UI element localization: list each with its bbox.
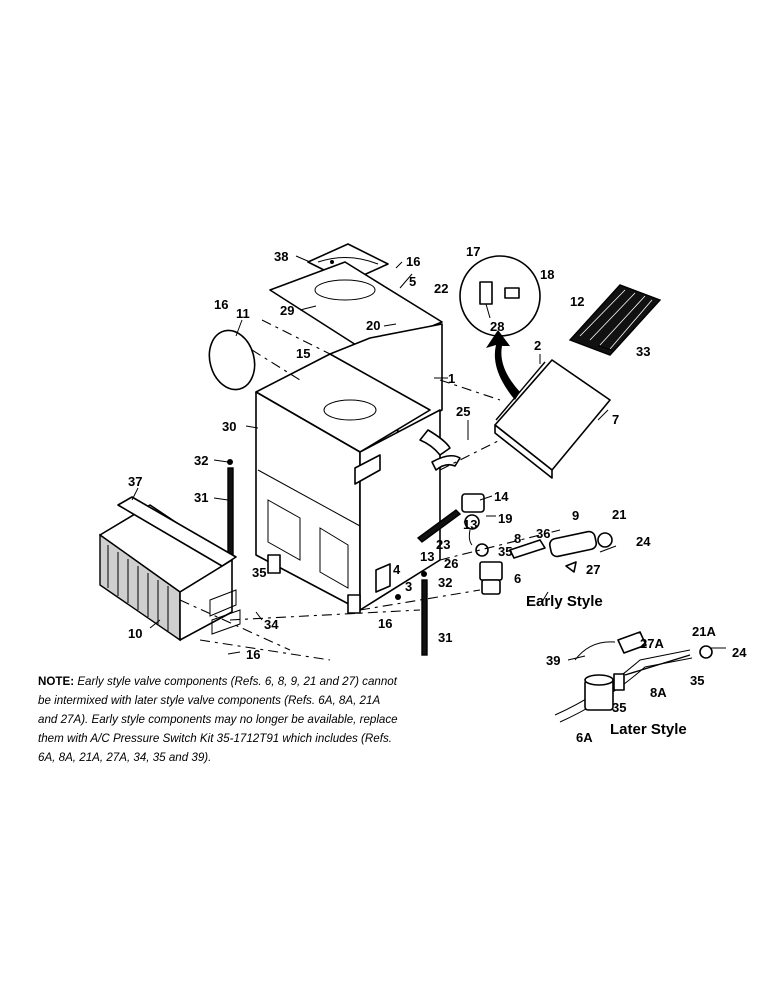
callout-16: 16	[378, 616, 392, 631]
callout-6A: 6A	[576, 730, 593, 745]
callout-24: 24	[732, 645, 747, 660]
callout-35: 35	[612, 700, 626, 715]
callout-30: 30	[222, 419, 236, 434]
callout-27: 27	[586, 562, 600, 577]
evaporator-core-10	[99, 504, 241, 642]
callout-9: 9	[572, 508, 579, 523]
hose-25	[419, 429, 461, 471]
note-label: NOTE:	[38, 675, 75, 688]
callout-16: 16	[406, 254, 420, 269]
callout-24: 24	[636, 534, 651, 549]
callout-4: 4	[393, 562, 401, 577]
bracket-4	[375, 563, 401, 600]
callout-2: 2	[534, 338, 541, 353]
callout-23: 23	[436, 537, 450, 552]
callout-29: 29	[280, 303, 294, 318]
callout-18: 18	[540, 267, 554, 282]
callout-16: 16	[246, 647, 260, 662]
rod-31-right	[421, 571, 428, 656]
callout-35: 35	[498, 544, 512, 559]
callout-17: 17	[466, 244, 480, 259]
compatibility-note: NOTE: Early style valve components (Refs…	[38, 672, 398, 767]
later-style-label: Later Style	[610, 721, 687, 738]
callout-27A: 27A	[640, 636, 664, 651]
callout-35: 35	[690, 673, 704, 688]
foam-strip-37	[117, 496, 237, 567]
main-housing-30	[255, 323, 443, 614]
early-style-valve-group	[475, 530, 613, 595]
callout-38: 38	[274, 249, 288, 264]
callout-21: 21	[612, 507, 626, 522]
callout-22: 22	[434, 281, 448, 296]
callout-8: 8	[514, 531, 521, 546]
callout-35: 35	[252, 565, 266, 580]
later-style-valve-group	[554, 631, 713, 723]
leader-lines	[131, 255, 726, 661]
callout-21A: 21A	[692, 624, 716, 639]
callout-16: 16	[214, 297, 228, 312]
note-text: Early style valve components (Refs. 6, 8…	[38, 675, 398, 764]
callout-39: 39	[546, 653, 560, 668]
callout-numbers: 38 16 5 29 20 1 16 11 15 30 32 31 37 10 …	[128, 244, 747, 745]
callout-20: 20	[366, 318, 380, 333]
detail-circle	[459, 255, 541, 337]
callout-5: 5	[409, 274, 416, 289]
callout-33: 33	[636, 344, 650, 359]
callout-36: 36	[536, 526, 550, 541]
callout-14: 14	[494, 489, 509, 504]
callout-32: 32	[438, 575, 452, 590]
callout-37: 37	[128, 474, 142, 489]
callout-13: 13	[463, 517, 477, 532]
filter-frame-7	[494, 359, 611, 479]
callout-7: 7	[612, 412, 619, 427]
callout-1: 1	[448, 371, 455, 386]
callout-26: 26	[444, 556, 458, 571]
callout-6: 6	[514, 571, 521, 586]
round-cover-11	[208, 329, 256, 391]
callout-28: 28	[490, 319, 504, 334]
callout-34: 34	[264, 617, 279, 632]
explode-lines	[179, 319, 561, 661]
callout-32: 32	[194, 453, 208, 468]
cable-23	[416, 509, 462, 543]
callout-10: 10	[128, 626, 142, 641]
callout-11: 11	[236, 306, 250, 321]
callout-19: 19	[498, 511, 512, 526]
arrow-indicator	[486, 330, 520, 400]
callout-31: 31	[438, 630, 452, 645]
rod-31-left	[227, 459, 234, 559]
callout-15: 15	[296, 346, 310, 361]
callout-3: 3	[405, 579, 412, 594]
callout-13: 13	[420, 549, 434, 564]
gasket-plate-5	[269, 261, 443, 353]
thermostat-14	[461, 493, 485, 546]
callout-8A: 8A	[650, 685, 667, 700]
filter-pad-12	[568, 284, 662, 356]
callout-31: 31	[194, 490, 208, 505]
callout-25: 25	[456, 404, 470, 419]
callout-12: 12	[570, 294, 584, 309]
early-style-label: Early Style	[526, 593, 603, 610]
